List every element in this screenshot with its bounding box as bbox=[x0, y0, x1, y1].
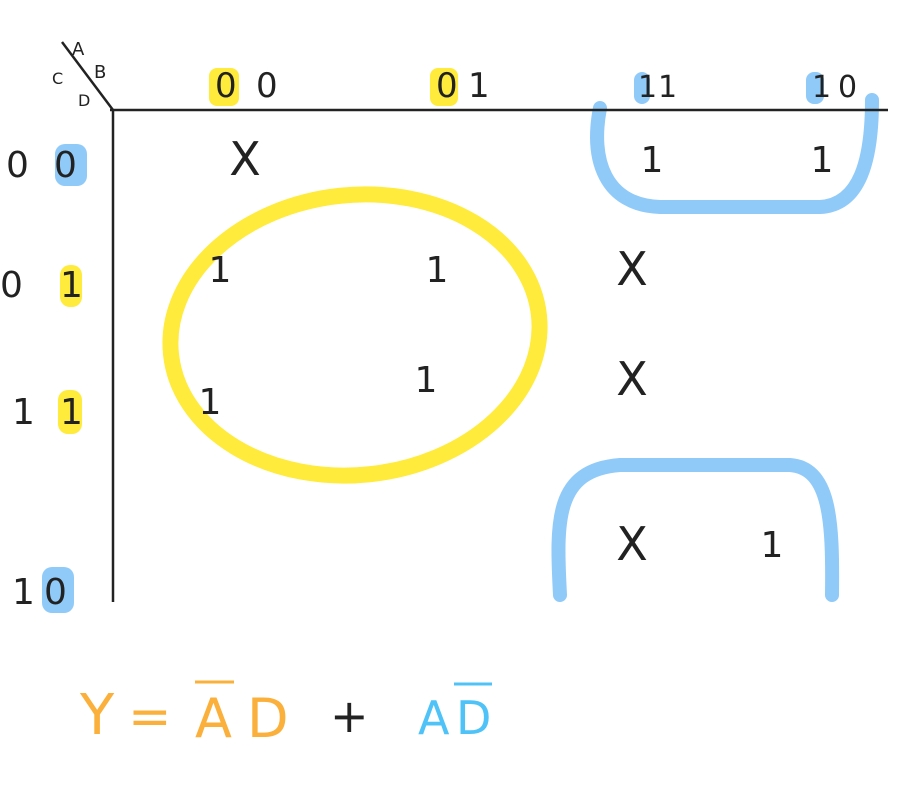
col-header-11-first: 1 bbox=[638, 70, 657, 105]
cell-one-mark: 1 bbox=[811, 140, 834, 181]
cell-dont-care-mark: X bbox=[616, 242, 648, 296]
blue-group-top-bracket bbox=[590, 93, 879, 214]
cell-one-mark: 1 bbox=[415, 360, 438, 401]
col-header-00-first: 0 bbox=[215, 66, 237, 106]
row-header-highlight bbox=[42, 567, 74, 613]
row-header-highlight bbox=[58, 390, 82, 434]
column-header-highlight bbox=[209, 68, 239, 106]
row-headers: 0 0 0 1 1 1 1 0 bbox=[0, 145, 83, 613]
col-header-01-first: 0 bbox=[436, 66, 458, 106]
column-headers: 0 0 0 1 1 1 1 0 bbox=[215, 66, 857, 106]
term1-a: A bbox=[195, 687, 232, 750]
row-header-highlight bbox=[55, 144, 87, 186]
corner-diagonal bbox=[61, 41, 114, 111]
cell-dont-care-mark: X bbox=[229, 132, 261, 186]
row-header-01-first: 0 bbox=[0, 265, 23, 306]
row-header-10-second: 0 bbox=[44, 572, 67, 613]
cell-dont-care-mark: X bbox=[616, 517, 648, 571]
equation-plus: + bbox=[330, 689, 369, 743]
row-header-highlight bbox=[60, 265, 82, 307]
cell-one-mark: 1 bbox=[641, 140, 664, 181]
corner-label-a: A bbox=[72, 39, 85, 60]
column-header-highlight bbox=[634, 72, 650, 104]
term2-d: D bbox=[456, 691, 491, 745]
row-header-01-second: 1 bbox=[60, 265, 83, 306]
column-header-highlight bbox=[806, 72, 824, 104]
blue-group-bottom-bracket bbox=[551, 458, 840, 602]
yellow-group-loop bbox=[162, 186, 548, 484]
corner-label-b: B bbox=[94, 62, 106, 83]
group-highlights bbox=[162, 93, 879, 602]
corner-label-d: D bbox=[78, 91, 90, 110]
equation-equals: = bbox=[128, 687, 172, 747]
term1-d: D bbox=[247, 687, 289, 750]
col-header-11-second: 1 bbox=[658, 70, 677, 105]
col-header-10-second: 0 bbox=[838, 70, 857, 105]
corner-labels: A B C D bbox=[52, 39, 106, 110]
corner-label-c: C bbox=[52, 69, 63, 88]
cell-dont-care-mark: X bbox=[616, 352, 648, 406]
col-header-10-first: 1 bbox=[812, 70, 831, 105]
col-header-01-second: 1 bbox=[468, 66, 490, 106]
equation: Y = A D + A D bbox=[79, 680, 492, 750]
map-cells: X X X X 1 1 1 1 1 1 1 bbox=[199, 132, 834, 571]
term2-a: A bbox=[418, 691, 450, 745]
equation-lhs: Y bbox=[79, 683, 115, 748]
row-header-11-first: 1 bbox=[12, 392, 35, 433]
grid-lines bbox=[61, 41, 888, 602]
header-highlights bbox=[42, 68, 824, 613]
column-header-highlight bbox=[430, 68, 458, 106]
row-header-10-first: 1 bbox=[12, 572, 35, 613]
row-header-00-first: 0 bbox=[6, 145, 29, 186]
cell-one-mark: 1 bbox=[426, 250, 449, 291]
cell-one-mark: 1 bbox=[761, 525, 784, 566]
col-header-00-second: 0 bbox=[256, 66, 278, 106]
cell-one-mark: 1 bbox=[209, 250, 232, 291]
row-header-11-second: 1 bbox=[60, 392, 83, 433]
row-header-00-second: 0 bbox=[54, 145, 77, 186]
cell-one-mark: 1 bbox=[199, 382, 222, 423]
